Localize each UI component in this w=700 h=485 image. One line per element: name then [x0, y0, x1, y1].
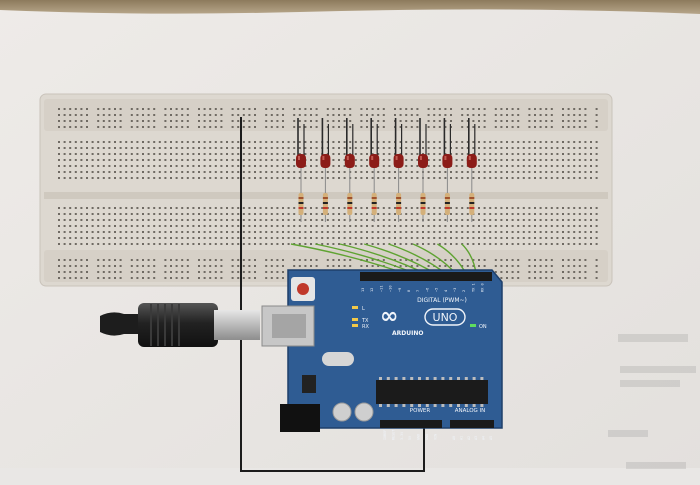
digital-pin-label: 8 [407, 290, 411, 292]
led [466, 118, 477, 168]
breadboard-holes [58, 108, 598, 279]
led [393, 118, 404, 168]
power-header [380, 420, 442, 428]
board-model-label: UNO [433, 311, 458, 324]
reset-button-cap[interactable] [297, 283, 309, 295]
ground-wire [240, 117, 425, 472]
capacitor-left [332, 402, 352, 422]
digital-pin-label: 13 [361, 288, 365, 292]
paper-bottom-area [0, 468, 700, 485]
resistor-array [298, 168, 475, 222]
resistor [420, 168, 426, 222]
resistor [396, 168, 402, 222]
usb-plug-metal [214, 310, 260, 340]
resistor [298, 168, 304, 222]
tx-led-label: TX [361, 318, 369, 324]
analog-pin-label: A3 [474, 436, 478, 440]
analog-header-label: ANALOG IN [455, 408, 486, 414]
breadboard-top-rail [44, 99, 608, 131]
resistor [371, 168, 377, 222]
digital-pin-label: 7 [416, 290, 420, 292]
microcontroller-chip [376, 380, 488, 404]
resistor [469, 168, 475, 222]
digital-header-label: DIGITAL (PWM~) [417, 297, 467, 304]
resistor [444, 168, 450, 222]
faded-background-text [608, 334, 696, 469]
usb-cable [100, 303, 260, 347]
on-led-label: ON [479, 324, 487, 330]
power-pin-label: RESET [391, 430, 395, 440]
digital-pin-label: RX 0 [481, 283, 485, 292]
digital-pin-label: ~5 [435, 288, 439, 292]
power-pin-label: IOREF [383, 430, 387, 440]
led-array [296, 118, 477, 168]
resistor [347, 168, 353, 222]
digital-pin-label: 4 [444, 290, 448, 292]
analog-pin-label: A1 [459, 436, 463, 440]
digital-pin-label: ~9 [398, 288, 402, 292]
digital-pin-label: ~10 [389, 286, 393, 293]
analog-pin-label: A2 [467, 436, 471, 440]
voltage-regulator [302, 375, 316, 393]
power-pin-label: GND [425, 434, 429, 440]
analog-pin-label: A5 [489, 436, 493, 440]
digital-pin-label: 2 [462, 290, 466, 292]
power-pin-label: GND [417, 434, 421, 440]
digital-pin-label: ~11 [379, 286, 383, 293]
analog-header [450, 420, 494, 428]
led [369, 118, 380, 168]
digital-pin-label: TX 1 [471, 283, 475, 292]
analog-pin-label: A0 [452, 436, 456, 440]
arduino-logo: ∞ UNO ARDUINO [380, 304, 466, 337]
led [344, 118, 355, 168]
rx-led-label: RX [362, 324, 369, 330]
power-pin-label: 3.3V [400, 432, 404, 440]
led [442, 118, 453, 168]
digital-pin-label: ~3 [453, 288, 457, 292]
led [320, 118, 331, 168]
paper-top-edge [0, 0, 700, 14]
analog-pin-label: A4 [482, 436, 486, 440]
digital-header [360, 272, 492, 281]
resistor [322, 168, 328, 222]
infinity-logo-icon: ∞ [380, 304, 398, 329]
crystal-oscillator [322, 352, 354, 366]
digital-pin-label: ~6 [425, 288, 429, 292]
power-header-label: POWER [410, 408, 431, 414]
breadboard [39, 93, 613, 287]
capacitor-right [354, 402, 374, 422]
power-pin-label: 5V [408, 436, 412, 440]
l-led-label: L [362, 306, 365, 312]
power-pin-label: VIN [433, 434, 437, 440]
brand-label: ARDUINO [392, 330, 423, 337]
led [418, 118, 428, 168]
power-jack [280, 404, 320, 432]
digital-pin-label: 12 [370, 288, 374, 292]
arduino-uno-board: 13 12 ~11 ~10 ~9 8 7 ~6 ~5 4 ~3 2 TX 1 RX 0 DIGITAL (… [261, 269, 503, 440]
led [296, 118, 306, 168]
chip-pins [379, 377, 484, 407]
